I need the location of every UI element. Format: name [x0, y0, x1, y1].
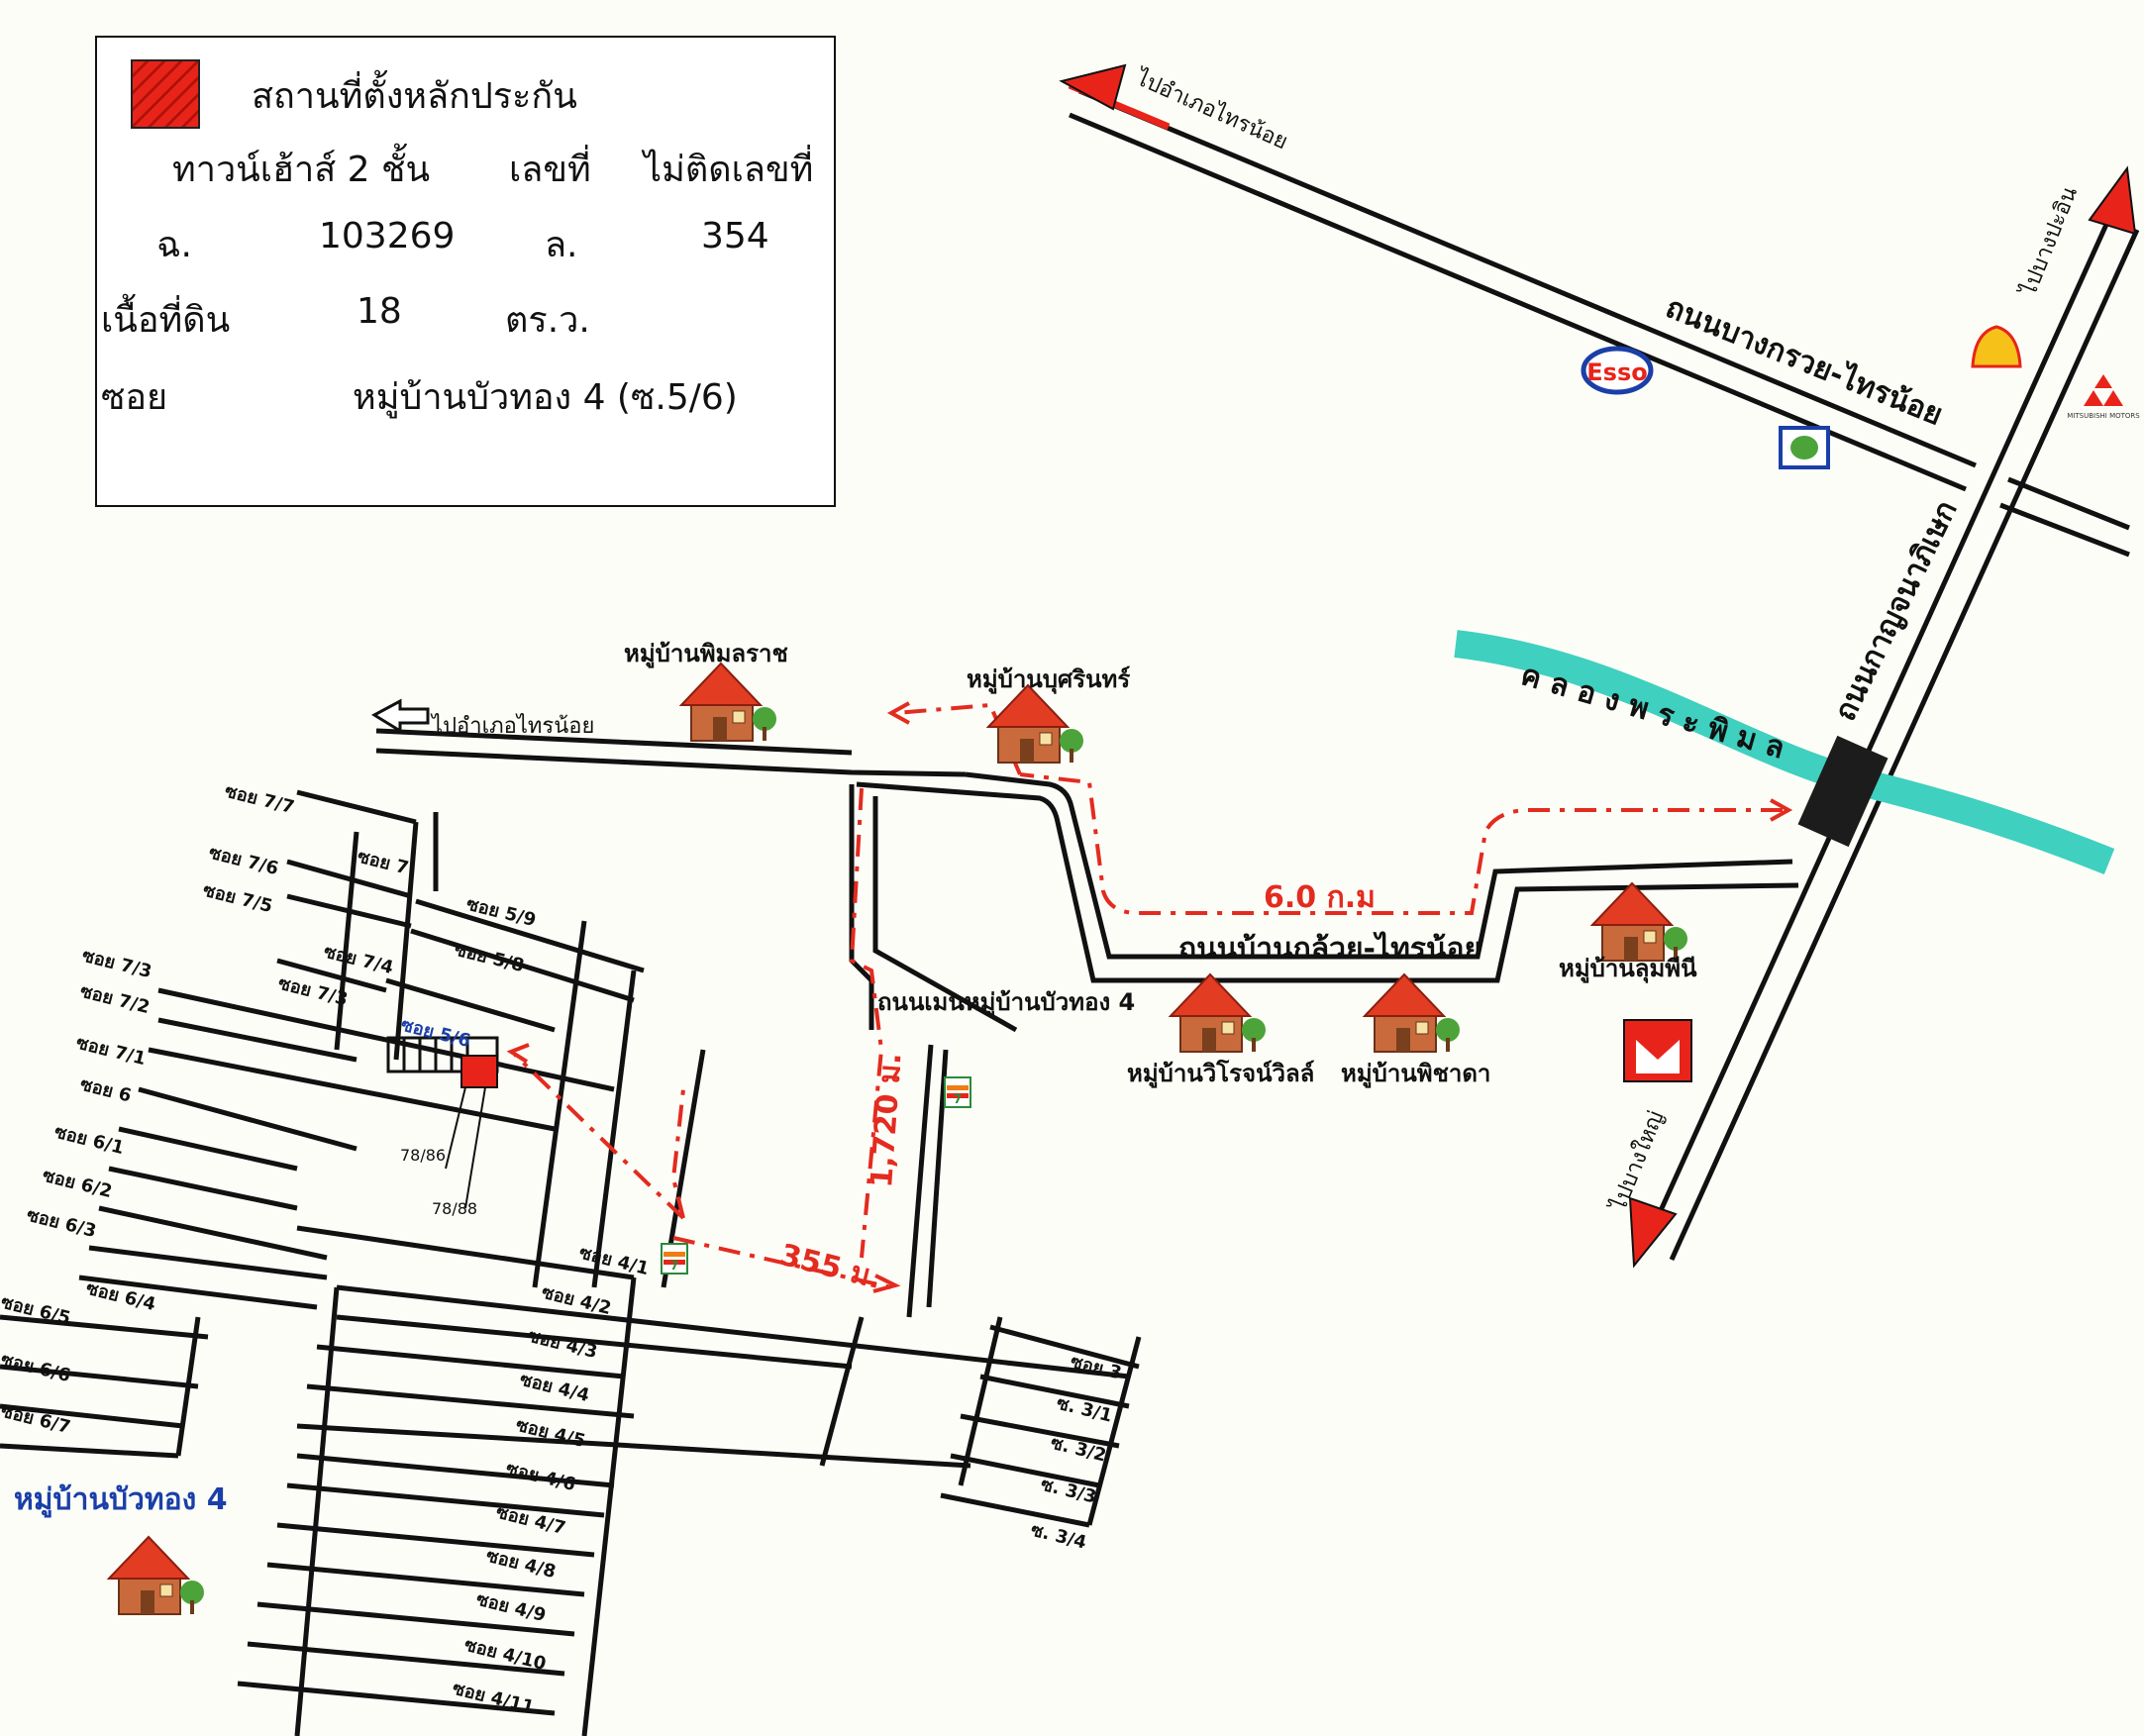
- legend-deed-label: ฉ.: [156, 225, 192, 265]
- label-road-main-buathong4: ถนนเมนหมู่บ้านบัวทอง 4: [877, 988, 1135, 1017]
- legend-soi-label: ซอย: [101, 377, 168, 418]
- legend-area-label: เนื้อที่ดิน: [101, 300, 231, 341]
- label-village-bussarin: หมู่บ้านบุศรินทร์: [967, 665, 1130, 695]
- legend-soi-value: หมู่บ้านบัวทอง 4 (ซ.5/6): [353, 377, 738, 418]
- soi-label-3: ซอย 3: [1069, 1351, 1124, 1383]
- soi-label-6-5: ซอย 6/5: [0, 1291, 72, 1329]
- label-canal: ค ล อ ง พ ร ะ พิ ม ล: [1517, 658, 1788, 766]
- route-dashed: [513, 702, 1783, 1289]
- label-village-buathong4: หมู่บ้านบัวทอง 4: [14, 1482, 228, 1518]
- village-house-buathong4: [108, 1536, 205, 1615]
- soi-label-6-7: ซอย 6/7: [0, 1400, 72, 1438]
- legend-number-value: ไม่ติดเลขที่: [644, 150, 814, 190]
- soi-label-7-3a: ซอย 7/3: [80, 945, 153, 982]
- legend-area-value: 18: [357, 291, 402, 332]
- village-house-phichada: [1364, 973, 1461, 1053]
- soi-label-7-5: ซอย 7/5: [201, 879, 274, 917]
- route-arrowheads: [506, 701, 1793, 1293]
- legend-number-label: เลขที่: [509, 150, 591, 190]
- village-house-wirot: [1170, 973, 1267, 1053]
- legend-deed-value: 103269: [319, 216, 456, 256]
- soi-label-7-6: ซอย 7/6: [207, 842, 280, 879]
- subject-townhouse-row: [386, 1036, 499, 1209]
- label-road-bangkruai-sainoi: ถนนบางกรวย-ไทรน้อย: [1661, 289, 1948, 433]
- legend-box: สถานที่ตั้งหลักประกัน ทาวน์เฮ้าส์ 2 ชั้น…: [95, 36, 836, 507]
- legend-book-label: ล.: [545, 225, 578, 265]
- label-lot-78-86: 78/86: [400, 1146, 446, 1165]
- label-distance-soi-4-1: 355 ม.: [776, 1238, 885, 1296]
- label-village-wirot: หมู่บ้านวิโรจน์วิลล์: [1127, 1059, 1314, 1088]
- label-village-phichada: หมู่บ้านพิชาดา: [1341, 1060, 1490, 1088]
- arrow-to-sainoi-top: [1059, 63, 1171, 131]
- legend-book-value: 354: [701, 216, 769, 256]
- village-house-lumphini: [1591, 882, 1688, 962]
- soi-label-7: ซอย 7: [356, 846, 411, 878]
- road-kanchanaphisek: [1641, 216, 2140, 1262]
- soi-label-6: ซอย 6: [78, 1073, 134, 1106]
- mitsubishi-logo: MITSUBISHI MOTORS: [2067, 374, 2140, 420]
- seven-eleven-icon-2: [661, 1243, 688, 1275]
- road-ban-kluai-sainoi: [375, 728, 1799, 983]
- legend-area-unit: ตร.ว.: [505, 300, 590, 341]
- canal-bridge: [1797, 735, 1889, 848]
- label-to-sainoi-top: ไปอำเภอไทรน้อย: [1131, 64, 1292, 154]
- bangchak-logo: [1779, 426, 1830, 469]
- subject-property-marker: [460, 1055, 498, 1088]
- label-distance-route: 6.0 ก.ม: [1264, 880, 1376, 915]
- label-to-bangpa-in: ไปบางปะอิน: [2015, 183, 2083, 301]
- label-to-sainoi-left: ไปอำเภอไทรน้อย: [430, 713, 594, 739]
- soi-label-4-3: ซอย 4/3: [526, 1325, 599, 1363]
- village-house-bussarin: [987, 684, 1084, 764]
- village-grid: [0, 789, 1142, 1736]
- label-lot-78-88: 78/88: [432, 1199, 477, 1218]
- svg-text:Esso: Esso: [1586, 358, 1647, 386]
- arrow-to-bangyai: [1628, 1196, 1678, 1269]
- legend-symbol-label: สถานที่ตั้งหลักประกัน: [252, 76, 577, 117]
- road-bangkruai-sainoi: [1069, 88, 2130, 558]
- label-village-lumphini: หมู่บ้านลุมพีนี: [1559, 955, 1697, 984]
- label-village-pimonrat: หมู่บ้านพิมลราช: [624, 640, 788, 668]
- esso-logo: Esso: [1581, 346, 1654, 395]
- arrow-to-sainoi-left: [370, 698, 430, 734]
- road-main-buathong4: [849, 784, 1018, 1318]
- soi-label-4-11: ซอย 4/11: [451, 1678, 537, 1718]
- soi-label-7-4: ซอย 7/4: [322, 941, 395, 978]
- village-house-pimonrat: [680, 663, 777, 742]
- label-road-ban-kluai-sainoi: ถนนบ้านกล้วย-ไทรน้อย: [1178, 931, 1481, 967]
- arrow-to-bangpa-in: [2088, 165, 2137, 236]
- soi-label-6-1: ซอย 6/1: [52, 1121, 126, 1159]
- shell-logo: [1971, 325, 2022, 368]
- soi-label-4-9: ซอย 4/9: [474, 1588, 548, 1626]
- makro-logo: [1623, 1019, 1692, 1082]
- soi-label-7-7: ซอย 7/7: [223, 780, 296, 818]
- soi-label-6-3: ซอย 6/3: [25, 1204, 98, 1242]
- soi-label-6-2: ซอย 6/2: [41, 1165, 114, 1202]
- legend-property-type: ทาวน์เฮ้าส์ 2 ชั้น: [172, 150, 431, 190]
- svg-text:MITSUBISHI MOTORS: MITSUBISHI MOTORS: [2067, 412, 2140, 420]
- seven-eleven-icon-1: [944, 1076, 971, 1108]
- soi-label-6-6: ซอย 6/6: [0, 1349, 72, 1386]
- soi-label-4-5: ซอย 4/5: [514, 1414, 587, 1452]
- soi-label-5-8: ซอย 5/8: [453, 939, 526, 976]
- soi-label-7-1: ซอย 7/1: [74, 1032, 148, 1070]
- soi-label-4-6: ซอย 4/6: [504, 1458, 577, 1495]
- collateral-swatch-icon: [131, 59, 200, 129]
- soi-label-7-2: ซอย 7/2: [78, 980, 152, 1018]
- label-distance-main-road: 1,720 ม.: [865, 1052, 908, 1189]
